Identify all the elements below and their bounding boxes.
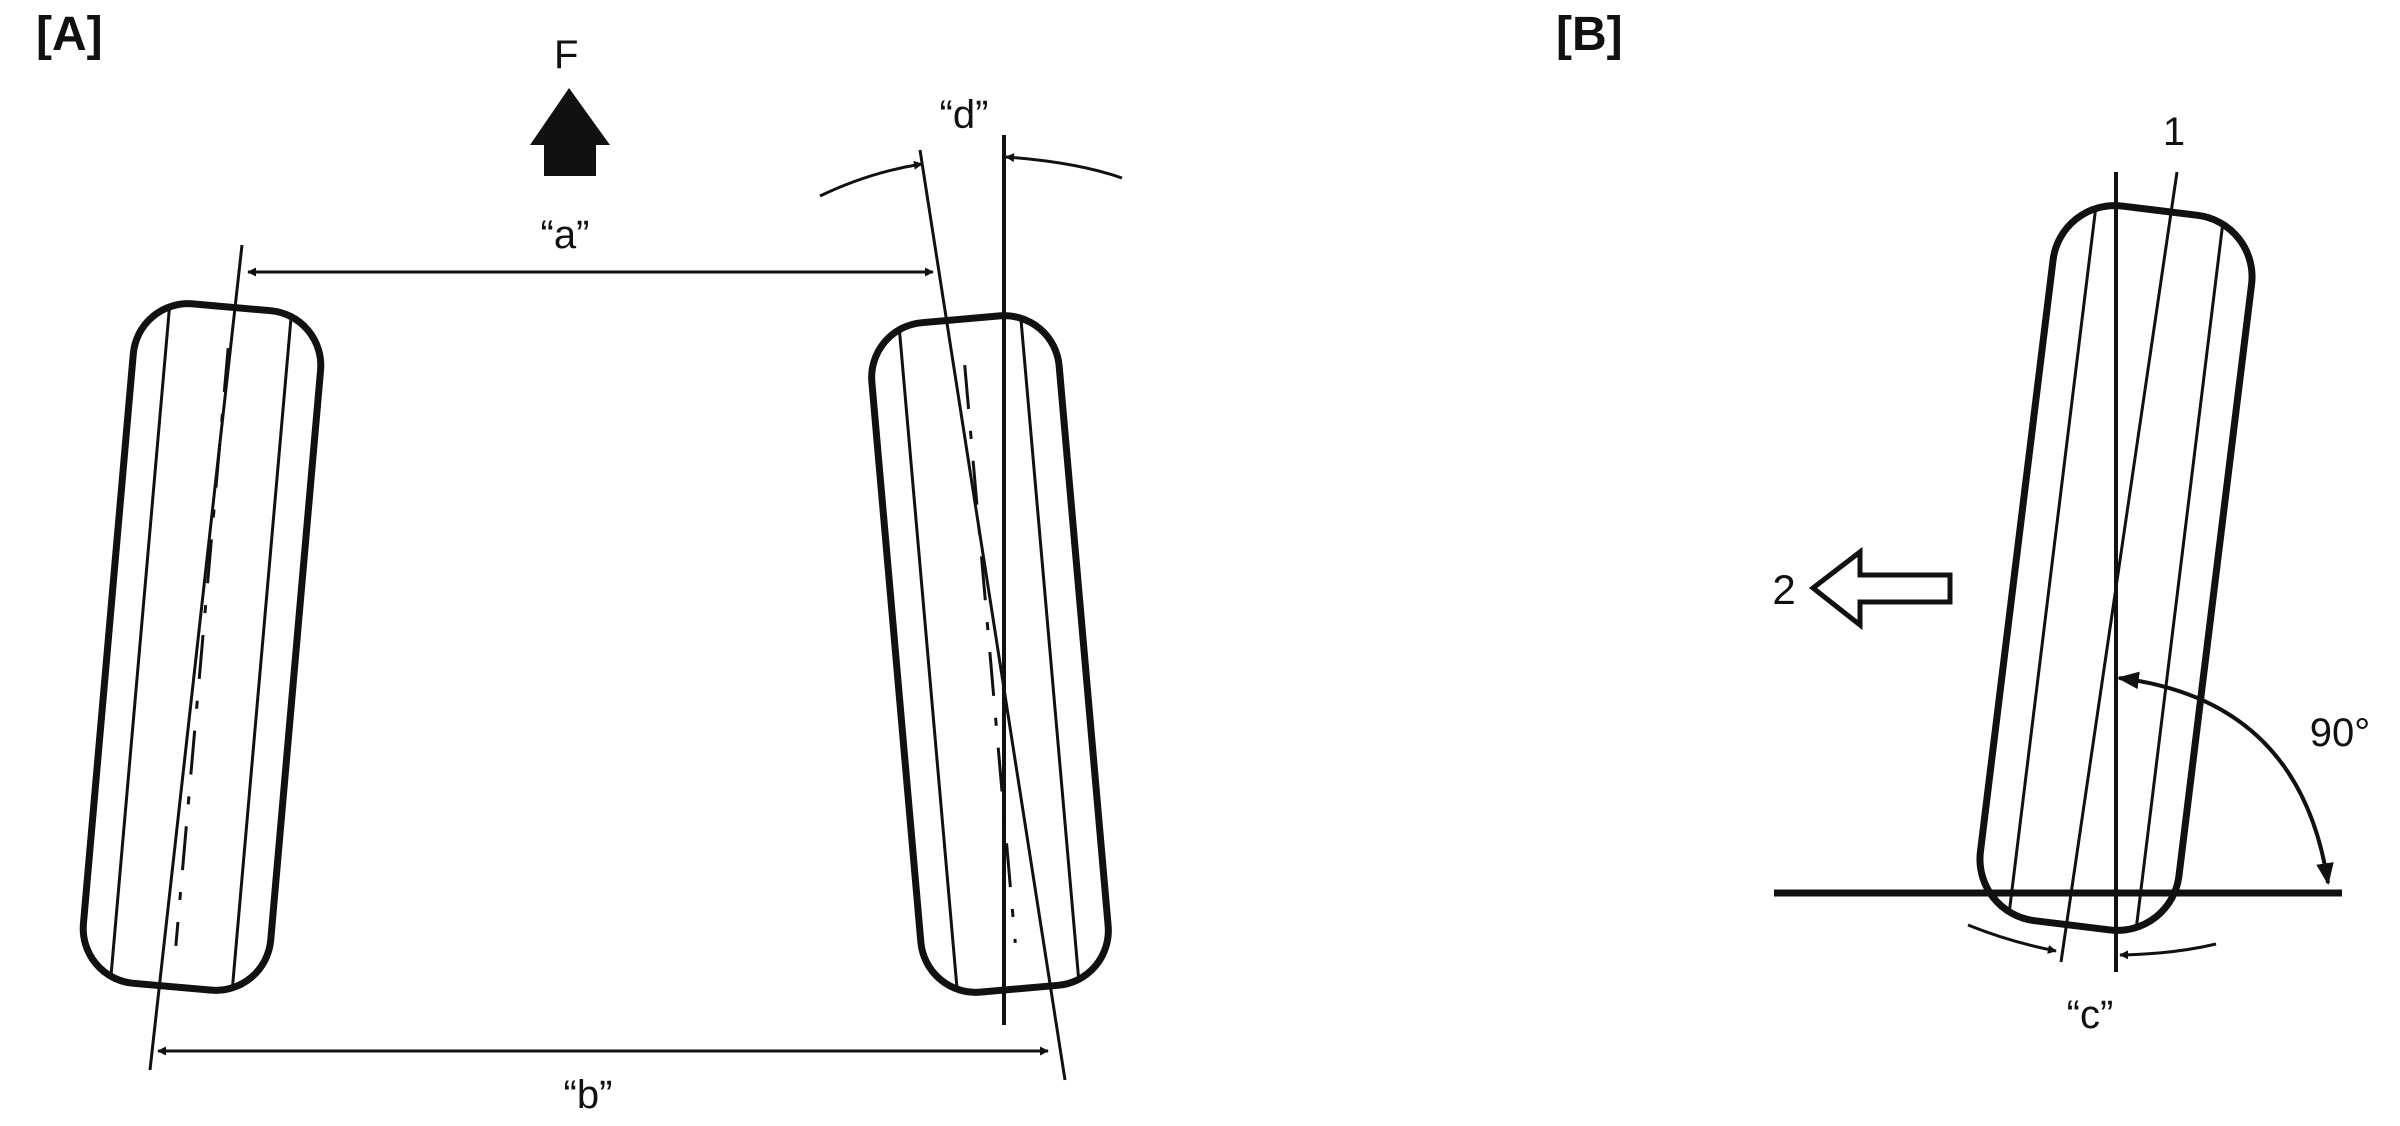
camber-angle-arc-right — [2119, 942, 2217, 960]
camber-angle-arc-left — [1967, 923, 2057, 954]
right-tire — [868, 312, 1112, 996]
toe-angle-label: “d” — [940, 93, 989, 137]
right-angle-arc — [2116, 671, 2334, 886]
right-tire-centerline — [918, 149, 1067, 1081]
outward-arrow-icon — [1808, 546, 1953, 631]
outward-direction-label: 2 — [1772, 566, 1795, 613]
forward-arrow-icon — [530, 88, 610, 176]
tire-centerline-label: 1 — [2163, 110, 2185, 154]
camber-tire-centerline — [2059, 171, 2179, 963]
panel-a-label: [A] — [36, 8, 103, 61]
dimension-b-label: “b” — [564, 1073, 613, 1117]
dimension-a-label: “a” — [541, 213, 590, 257]
forward-label: F — [554, 33, 578, 77]
left-tire — [79, 300, 325, 994]
toe-angle-arc-left — [819, 160, 923, 198]
camber-angle-label: “c” — [2067, 993, 2114, 1037]
panel-b-label: [B] — [1556, 8, 1623, 61]
right-angle-label: 90° — [2310, 711, 2371, 755]
left-tire-centerline — [148, 244, 244, 1071]
toe-angle-arc-right — [1005, 153, 1123, 180]
